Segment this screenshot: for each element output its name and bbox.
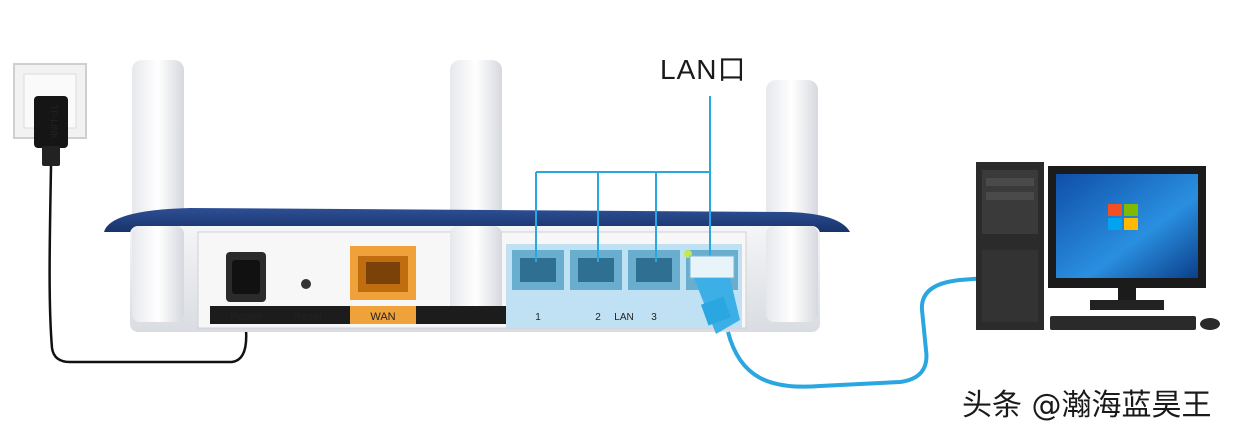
power-cable (48, 165, 248, 364)
reset-label: Reset (294, 311, 323, 323)
lan-port-callout-label: LAN口 (660, 54, 747, 85)
lan-port-number-3: 3 (651, 312, 657, 323)
reset-button (301, 279, 311, 289)
lan-callout-lines (535, 96, 711, 262)
windows-logo-icon (1108, 204, 1138, 230)
lan-port-number-1: 1 (535, 312, 541, 323)
wan-port (350, 246, 416, 300)
pc-tower (976, 162, 1044, 330)
ethernet-cable (726, 276, 987, 389)
wan-port-label: WAN (370, 311, 395, 323)
watermark-text: 头条 @瀚海蓝昊王 (962, 388, 1212, 423)
power-port (226, 252, 266, 302)
antenna-right-base (766, 226, 818, 322)
ethernet-plug (689, 255, 740, 334)
lan-text-label: LAN (614, 312, 633, 323)
monitor (1048, 166, 1206, 310)
power-adapter: TP-LINK (34, 96, 68, 166)
mouse (1200, 318, 1220, 330)
keyboard (1050, 316, 1196, 330)
adapter-brand-text: TP-LINK (49, 105, 59, 140)
power-port-label: Power (230, 311, 262, 323)
antenna-middle-base (450, 226, 502, 322)
lan-port-number-2: 2 (595, 312, 601, 323)
antenna-left-base (132, 226, 184, 322)
